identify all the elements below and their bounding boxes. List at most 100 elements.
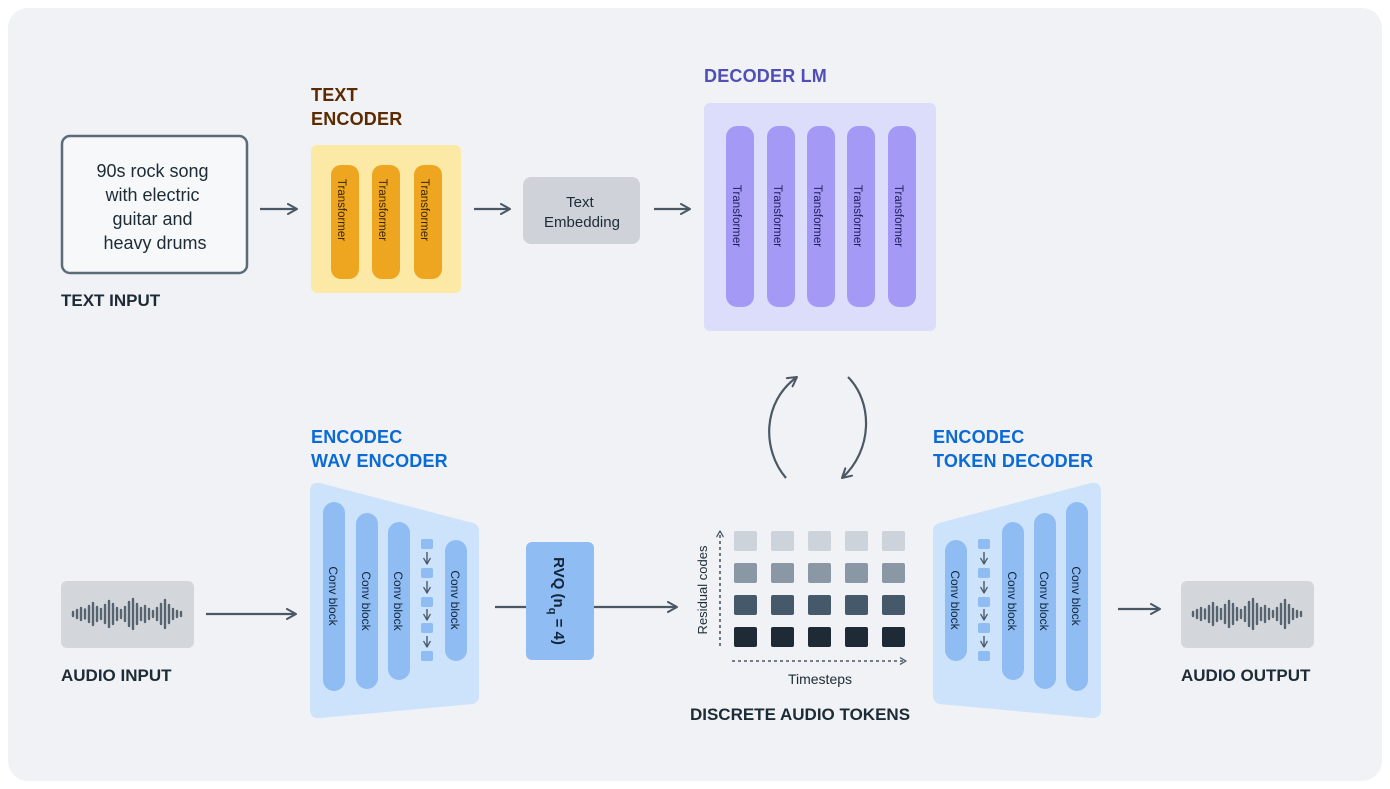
transformer-label: Transformer [851, 185, 863, 247]
wav-encoder-conv-block-2: Conv block [356, 513, 378, 689]
waveform-icon [1191, 597, 1303, 631]
curved-arrow-down [841, 376, 868, 479]
token-decoder-conv-block-4: Conv block [1066, 502, 1088, 691]
token-decoder-title-1: ENCODEC [933, 427, 1024, 447]
token-decoder-title-2: TOKEN DECODER [933, 451, 1093, 471]
audio-token [882, 627, 905, 647]
text-embedding-group: Text Embedding [523, 177, 640, 244]
conv-block-label: Conv block [391, 571, 405, 631]
transformer-label: Transformer [335, 179, 347, 241]
conv-block-label: Conv block [1069, 566, 1083, 626]
text-embedding-line-1: Text [566, 194, 594, 211]
svg-text:90s rock song with elect: 90s rock song with electric guitar and h… [96, 161, 213, 253]
token-decoder-group: ENCODEC TOKEN DECODER Conv block Conv bl… [933, 427, 1101, 719]
rvq-group: RVQ (nq = 4) [526, 542, 594, 660]
wav-encoder-conv-block-3: Conv block [388, 522, 410, 680]
svg-text:Text Embedding: Text Embedding [544, 194, 620, 231]
decoder-transformer-1: Transformer [726, 126, 754, 307]
token-decoder-conv-block-2: Conv block [1002, 522, 1024, 680]
decoder-transformer-4: Transformer [847, 126, 875, 307]
conv-block-label: Conv block [948, 570, 962, 630]
waveform-icon [71, 597, 183, 631]
wav-encoder-quantize-steps [421, 539, 433, 661]
transformer-label: Transformer [892, 185, 904, 247]
decoder-transformer-2: Transformer [767, 126, 795, 307]
text-encoder-transformer-2: Transformer [372, 165, 400, 279]
residual-codes-axis-label: Residual codes [695, 545, 710, 634]
transformer-label: Transformer [418, 179, 430, 241]
transformer-label: Transformer [376, 179, 388, 241]
svg-text:TEXT ENCODER: TEXT ENCODER [311, 85, 402, 129]
timesteps-axis-label: Timesteps [788, 671, 852, 687]
audio-output-group: AUDIO OUTPUT [1181, 581, 1314, 685]
text-input-line-4: heavy drums [103, 233, 206, 253]
text-input-line-1: 90s rock song [96, 161, 208, 181]
audio-token [771, 563, 794, 583]
transformer-label: Transformer [811, 185, 823, 247]
audio-token [734, 627, 757, 647]
conv-block-label: Conv block [326, 566, 340, 626]
token-decoder-steps [978, 539, 990, 661]
wav-encoder-group: ENCODEC WAV ENCODER Conv block Conv bloc… [310, 427, 479, 719]
conv-block-label: Conv block [448, 570, 462, 630]
audio-token [734, 595, 757, 615]
svg-text:ENCODEC TOKEN DECODER: ENCODEC TOKEN DECODER [933, 427, 1093, 471]
text-encoder-group: TEXT ENCODER Transformer Transformer Tra… [311, 85, 461, 293]
audio-token [771, 627, 794, 647]
audio-token [882, 563, 905, 583]
transformer-label: Transformer [771, 185, 783, 247]
conv-block-label: Conv block [1037, 571, 1051, 631]
audio-token [808, 563, 831, 583]
audio-input-label: AUDIO INPUT [61, 666, 172, 685]
rvq-box [526, 542, 594, 660]
text-encoder-transformer-1: Transformer [331, 165, 359, 279]
text-encoder-transformer-3: Transformer [414, 165, 442, 279]
decoder-transformer-3: Transformer [807, 126, 835, 307]
text-input-label: TEXT INPUT [61, 291, 161, 310]
token-decoder-conv-block-3: Conv block [1034, 513, 1056, 689]
text-encoder-title-2: ENCODER [311, 109, 402, 129]
audio-output-label: AUDIO OUTPUT [1181, 666, 1311, 685]
text-input-group: 90s rock song with electric guitar and h… [60, 134, 249, 310]
rvq-label: RVQ (nq = 4) [546, 557, 567, 645]
audio-token [845, 627, 868, 647]
conv-block-label: Conv block [359, 571, 373, 631]
audio-token [734, 531, 757, 551]
decoder-lm-title: DECODER LM [704, 66, 827, 86]
audio-token [845, 531, 868, 551]
tokens-group: Residual codes Timesteps DISCRETE AUDIO … [690, 530, 910, 724]
svg-text:ENCODEC WAV ENCODER: ENCODEC WAV ENCODER [311, 427, 448, 471]
token-grid [734, 531, 905, 647]
wav-encoder-title-1: ENCODEC [311, 427, 402, 447]
audio-token [845, 595, 868, 615]
audio-token [808, 627, 831, 647]
discrete-audio-tokens-label: DISCRETE AUDIO TOKENS [690, 705, 910, 724]
wav-encoder-conv-block-1: Conv block [323, 502, 345, 691]
token-decoder-conv-block-1: Conv block [945, 540, 967, 661]
conv-block-label: Conv block [1005, 571, 1019, 631]
audio-token [771, 595, 794, 615]
wav-encoder-title-2: WAV ENCODER [311, 451, 448, 471]
audio-token [845, 563, 868, 583]
audio-token [882, 531, 905, 551]
text-embedding-line-2: Embedding [544, 214, 620, 231]
curved-arrow-up [768, 376, 798, 479]
audio-output-tile [1181, 581, 1314, 648]
wav-encoder-conv-block-4: Conv block [445, 540, 467, 661]
audio-input-group: AUDIO INPUT [61, 581, 194, 685]
decoder-lm-group: DECODER LM Transformer Transformer Trans… [704, 66, 936, 331]
audio-token [808, 595, 831, 615]
audio-token [734, 563, 757, 583]
text-input-line-2: with electric [104, 185, 199, 205]
text-encoder-title-1: TEXT [311, 85, 358, 105]
transformer-label: Transformer [730, 185, 742, 247]
text-input-line-3: guitar and [112, 209, 192, 229]
audio-input-tile [61, 581, 194, 648]
decoder-transformer-5: Transformer [888, 126, 916, 307]
audio-token [771, 531, 794, 551]
audio-token [808, 531, 831, 551]
text-embedding-box [523, 177, 640, 244]
text-input-box [60, 134, 249, 275]
audio-token [882, 595, 905, 615]
